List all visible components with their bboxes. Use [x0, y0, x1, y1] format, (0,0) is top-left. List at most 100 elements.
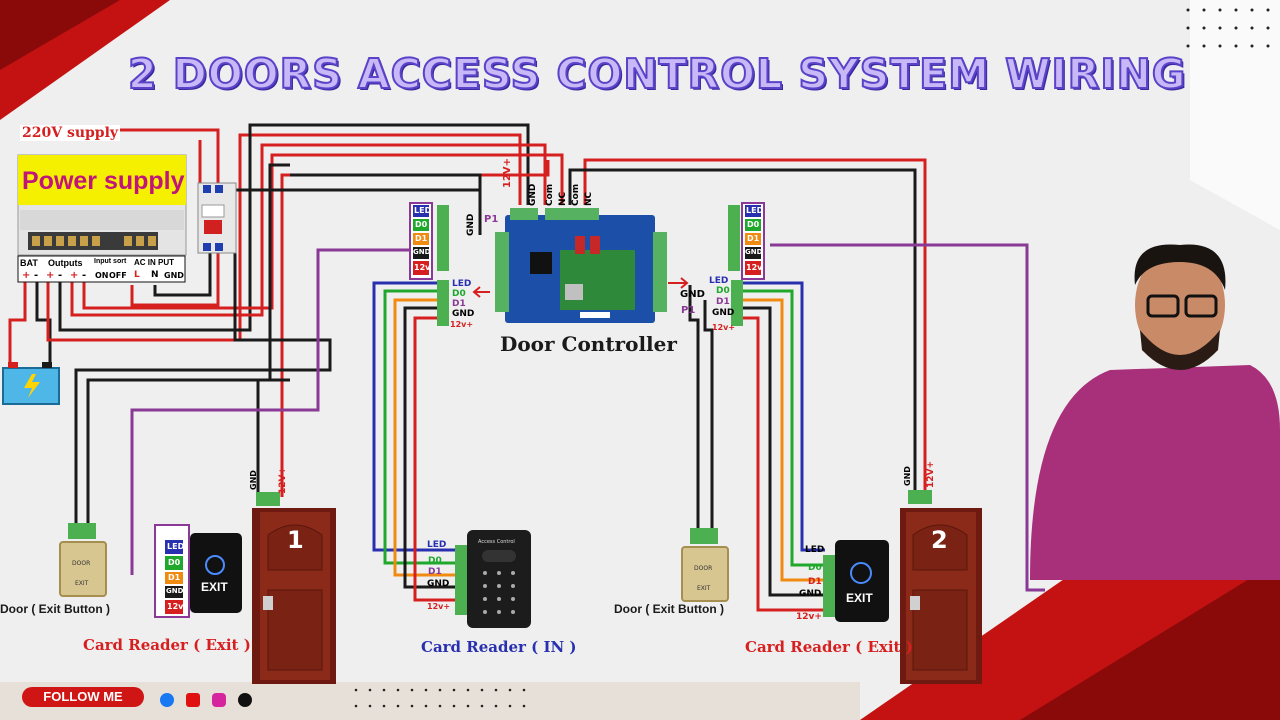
card-reader-in [455, 530, 531, 628]
controller-rj45 [565, 284, 583, 300]
wire-ex2-gnd [738, 306, 825, 597]
corner-decoration-top-left-dark [0, 0, 120, 70]
door-1-panel-bottom [267, 589, 323, 671]
youtube-icon[interactable] [186, 693, 200, 707]
terminal-label-plus-2: + [46, 270, 55, 281]
exit-left-12v: 12v [167, 602, 184, 611]
breaker-body [197, 182, 237, 254]
terminal-label-minus-3: - [82, 270, 87, 281]
strip-in-led: LED [452, 279, 472, 289]
exit-left-d1: D1 [168, 573, 181, 582]
presenter-beard [1140, 330, 1220, 370]
footer-strip [0, 682, 860, 720]
legend-right-d1: D1 [747, 234, 760, 243]
legend-left-d0: D0 [415, 220, 428, 229]
terminal-label-minus-2: - [58, 270, 63, 281]
wire-breaker-n [153, 252, 212, 297]
wire-battery-plus [8, 282, 27, 365]
terminal-screws [32, 236, 156, 246]
controller-right-terminals [653, 232, 667, 312]
plate-left-door: DOOR [72, 560, 91, 567]
terminal-label-input-sort: Input sort [94, 258, 127, 265]
power-supply-title: Power supply [22, 167, 185, 195]
card-reader-exit-right [823, 540, 889, 622]
tiktok-icon[interactable] [238, 693, 252, 707]
wires [8, 123, 1045, 612]
label-exit-button-left: Door ( Exit Button ) [0, 602, 110, 616]
wire-in-d0 [383, 289, 458, 565]
controller-gnd-left: GND [466, 213, 476, 236]
exit-button-plate-right [681, 528, 729, 602]
lock1-gnd-label: GND [249, 470, 258, 490]
controller-gnd-right: GND [680, 289, 705, 300]
door-2-panel-bottom [912, 589, 968, 671]
strip-ex2-led: LED [709, 276, 729, 286]
terminal-label-gnd: GND [164, 271, 184, 280]
wire-lock2-gnd [568, 168, 917, 497]
reader-ex2-led: LED [805, 545, 825, 555]
strip-in-gnd: GND [452, 309, 475, 319]
power-supply-label-strip [20, 210, 184, 230]
controller-pin-nc2: NC [584, 191, 594, 206]
strip-ex2-gnd: GND [712, 308, 735, 318]
controller-pin-com2: Com [571, 183, 581, 206]
door-2-number: 2 [931, 526, 948, 554]
door-2-handle [910, 596, 920, 610]
controller-left-terminals [495, 232, 509, 312]
wire-220v-l [108, 128, 220, 307]
wire-in-d1 [393, 298, 458, 577]
wire-12v-controller [46, 133, 522, 342]
circuit-breaker [197, 182, 237, 254]
card-reader-exit-left [154, 524, 242, 618]
corner-decoration-bottom-right-dark [1020, 560, 1280, 720]
wire-in-12v [413, 316, 458, 602]
label-exit-button-right: Door ( Exit Button ) [614, 602, 724, 616]
wire-battery-minus [35, 282, 52, 365]
arrow-right-icon [668, 277, 689, 289]
door-1 [252, 492, 336, 684]
power-supply [17, 154, 187, 283]
follow-me-button[interactable]: FOLLOW ME [22, 687, 144, 707]
exit-left-label: EXIT [201, 580, 228, 594]
terminal-label-block [17, 255, 186, 283]
controller-chip [530, 252, 552, 274]
exit-left-gnd: GND [166, 587, 184, 595]
reader-in-d0: D0 [428, 556, 442, 566]
legend-right-led: LED [746, 206, 764, 215]
label-card-reader-in: Card Reader ( IN ) [421, 638, 577, 656]
lock2-gnd-label: GND [903, 466, 912, 486]
label-card-reader-exit-right: Card Reader ( Exit ) [745, 638, 913, 656]
door-controller-board [495, 208, 667, 323]
page-title: 2 DOORS ACCESS CONTROL SYSTEM WIRING [127, 49, 1187, 99]
wire-exit1-b [86, 378, 290, 525]
instagram-icon[interactable] [212, 693, 226, 707]
strip-in-12v: 12v+ [450, 320, 474, 329]
legend-left-gnd: GND [413, 248, 431, 256]
facebook-icon[interactable] [160, 693, 174, 707]
door-controller-title: Door Controller [500, 332, 677, 356]
door-1-number: 1 [287, 526, 304, 554]
legend-left-d1: D1 [415, 234, 428, 243]
door-2 [900, 490, 982, 684]
terminal-label-n: N [151, 270, 159, 280]
plate-right-exit: EXIT [697, 585, 711, 592]
terminal-strip-in [437, 280, 449, 326]
terminal-label-outputs: Outputs [48, 258, 83, 268]
wire-ex2-led [738, 281, 825, 552]
strip-ex2-d0: D0 [716, 286, 730, 296]
reader-in-d1: D1 [428, 567, 442, 577]
controller-pin-com1: Com [545, 183, 555, 206]
wire-ex2-d0 [738, 289, 825, 567]
dot-grid-top-right [1186, 8, 1270, 48]
presenter-hair [1134, 244, 1226, 290]
exit-left-d0: D0 [168, 558, 181, 567]
strip-in-d0: D0 [452, 289, 466, 299]
controller-p1-left: P1 [484, 214, 499, 225]
dot-row-bottom [354, 688, 526, 708]
wire-ex2-12v [738, 316, 825, 612]
controller-power-terminal [510, 208, 538, 220]
exit-button-plate-left [59, 523, 107, 597]
lock2-12v-label: 12V+ [926, 460, 936, 488]
terminal-label-bat: BAT [20, 258, 38, 268]
battery [2, 362, 60, 405]
